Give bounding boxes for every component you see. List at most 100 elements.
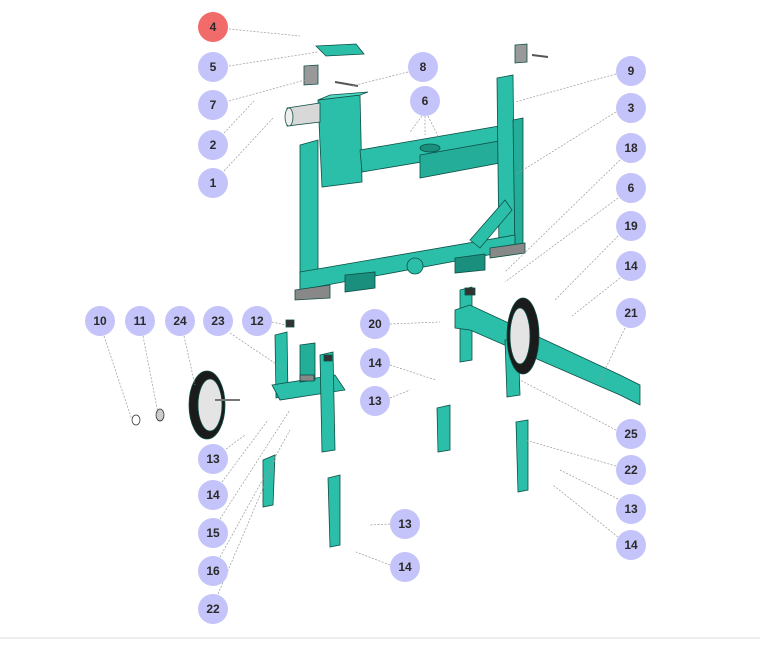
callout-5[interactable]: 5 [198, 52, 228, 82]
callout-20[interactable]: 20 [360, 309, 390, 339]
callout-circle[interactable] [616, 56, 646, 86]
callout-circle[interactable] [198, 168, 228, 198]
callout-14[interactable]: 14 [360, 348, 390, 378]
callout-circle[interactable] [198, 52, 228, 82]
parts-drawing [131, 43, 641, 548]
callout-circle[interactable] [198, 480, 228, 510]
callout-21[interactable]: 21 [616, 298, 646, 328]
callout-10[interactable]: 10 [85, 306, 115, 336]
callout-circle[interactable] [616, 93, 646, 123]
callout-circle[interactable] [165, 306, 195, 336]
callout-circle[interactable] [360, 386, 390, 416]
callout-circle[interactable] [198, 12, 228, 42]
callout-label: 12 [250, 314, 264, 328]
callout-label: 14 [398, 560, 412, 574]
callout-circle[interactable] [125, 306, 155, 336]
callout-label: 9 [628, 64, 635, 78]
callout-circle[interactable] [616, 173, 646, 203]
callout-18[interactable]: 18 [616, 133, 646, 163]
callout-circle[interactable] [198, 556, 228, 586]
leader-lines [103, 28, 626, 595]
callout-label: 3 [628, 101, 635, 115]
callout-label: 14 [206, 488, 220, 502]
callout-14[interactable]: 14 [616, 251, 646, 281]
callout-8[interactable]: 8 [408, 52, 438, 82]
callout-label: 18 [624, 141, 638, 155]
callout-label: 20 [368, 317, 382, 331]
callout-4[interactable]: 4 [198, 12, 228, 42]
callout-circle[interactable] [198, 130, 228, 160]
callout-circle[interactable] [408, 52, 438, 82]
callout-circle[interactable] [360, 348, 390, 378]
callout-circle[interactable] [616, 133, 646, 163]
callout-circle[interactable] [616, 494, 646, 524]
callout-label: 7 [210, 98, 217, 112]
callout-12[interactable]: 12 [242, 306, 272, 336]
callout-label: 25 [624, 427, 638, 441]
callout-circle[interactable] [198, 594, 228, 624]
callout-circle[interactable] [198, 518, 228, 548]
callout-circle[interactable] [360, 309, 390, 339]
callout-13[interactable]: 13 [198, 444, 228, 474]
callout-9[interactable]: 9 [616, 56, 646, 86]
callout-label: 22 [624, 463, 638, 477]
callout-13[interactable]: 13 [360, 386, 390, 416]
callout-circle[interactable] [85, 306, 115, 336]
callout-label: 1 [210, 176, 217, 190]
callout-label: 11 [134, 314, 147, 328]
callout-6[interactable]: 6 [616, 173, 646, 203]
callout-circle[interactable] [616, 251, 646, 281]
callout-circle[interactable] [203, 306, 233, 336]
callout-label: 13 [368, 394, 382, 408]
divider [0, 637, 760, 639]
callout-circle[interactable] [410, 86, 440, 116]
callout-label: 22 [206, 602, 220, 616]
callout-label: 24 [173, 314, 187, 328]
callout-circle[interactable] [390, 552, 420, 582]
callout-14[interactable]: 14 [616, 530, 646, 560]
callout-2[interactable]: 2 [198, 130, 228, 160]
callout-6[interactable]: 6 [410, 86, 440, 116]
callout-circle[interactable] [616, 419, 646, 449]
callout-1[interactable]: 1 [198, 168, 228, 198]
callout-14[interactable]: 14 [198, 480, 228, 510]
callout-3[interactable]: 3 [616, 93, 646, 123]
callout-circle[interactable] [198, 90, 228, 120]
callout-label: 16 [206, 564, 220, 578]
callout-circle[interactable] [242, 306, 272, 336]
callout-circle[interactable] [390, 509, 420, 539]
callout-label: 23 [211, 314, 225, 328]
left-trestle [131, 331, 346, 548]
callout-label: 4 [210, 20, 217, 34]
callout-label: 14 [624, 259, 638, 273]
callout-circle[interactable] [616, 298, 646, 328]
callout-23[interactable]: 23 [203, 306, 233, 336]
callout-label: 14 [624, 538, 638, 552]
callout-circle[interactable] [198, 444, 228, 474]
callout-label: 6 [422, 94, 429, 108]
callout-22[interactable]: 22 [616, 455, 646, 485]
callout-label: 10 [93, 314, 107, 328]
callout-label: 6 [628, 181, 635, 195]
callout-24[interactable]: 24 [165, 306, 195, 336]
callout-label: 8 [420, 60, 427, 74]
callout-19[interactable]: 19 [616, 211, 646, 241]
callout-14[interactable]: 14 [390, 552, 420, 582]
callout-16[interactable]: 16 [198, 556, 228, 586]
callout-13[interactable]: 13 [616, 494, 646, 524]
callout-22[interactable]: 22 [198, 594, 228, 624]
right-trestle [285, 286, 641, 493]
callout-label: 21 [624, 306, 638, 320]
callout-label: 13 [206, 452, 220, 466]
callout-label: 13 [624, 502, 638, 516]
callout-13[interactable]: 13 [390, 509, 420, 539]
main-frame [284, 43, 549, 301]
callout-11[interactable]: 11 [125, 306, 155, 336]
callout-circle[interactable] [616, 455, 646, 485]
callout-circle[interactable] [616, 211, 646, 241]
callout-7[interactable]: 7 [198, 90, 228, 120]
callout-15[interactable]: 15 [198, 518, 228, 548]
callout-25[interactable]: 25 [616, 419, 646, 449]
callout-circle[interactable] [616, 530, 646, 560]
